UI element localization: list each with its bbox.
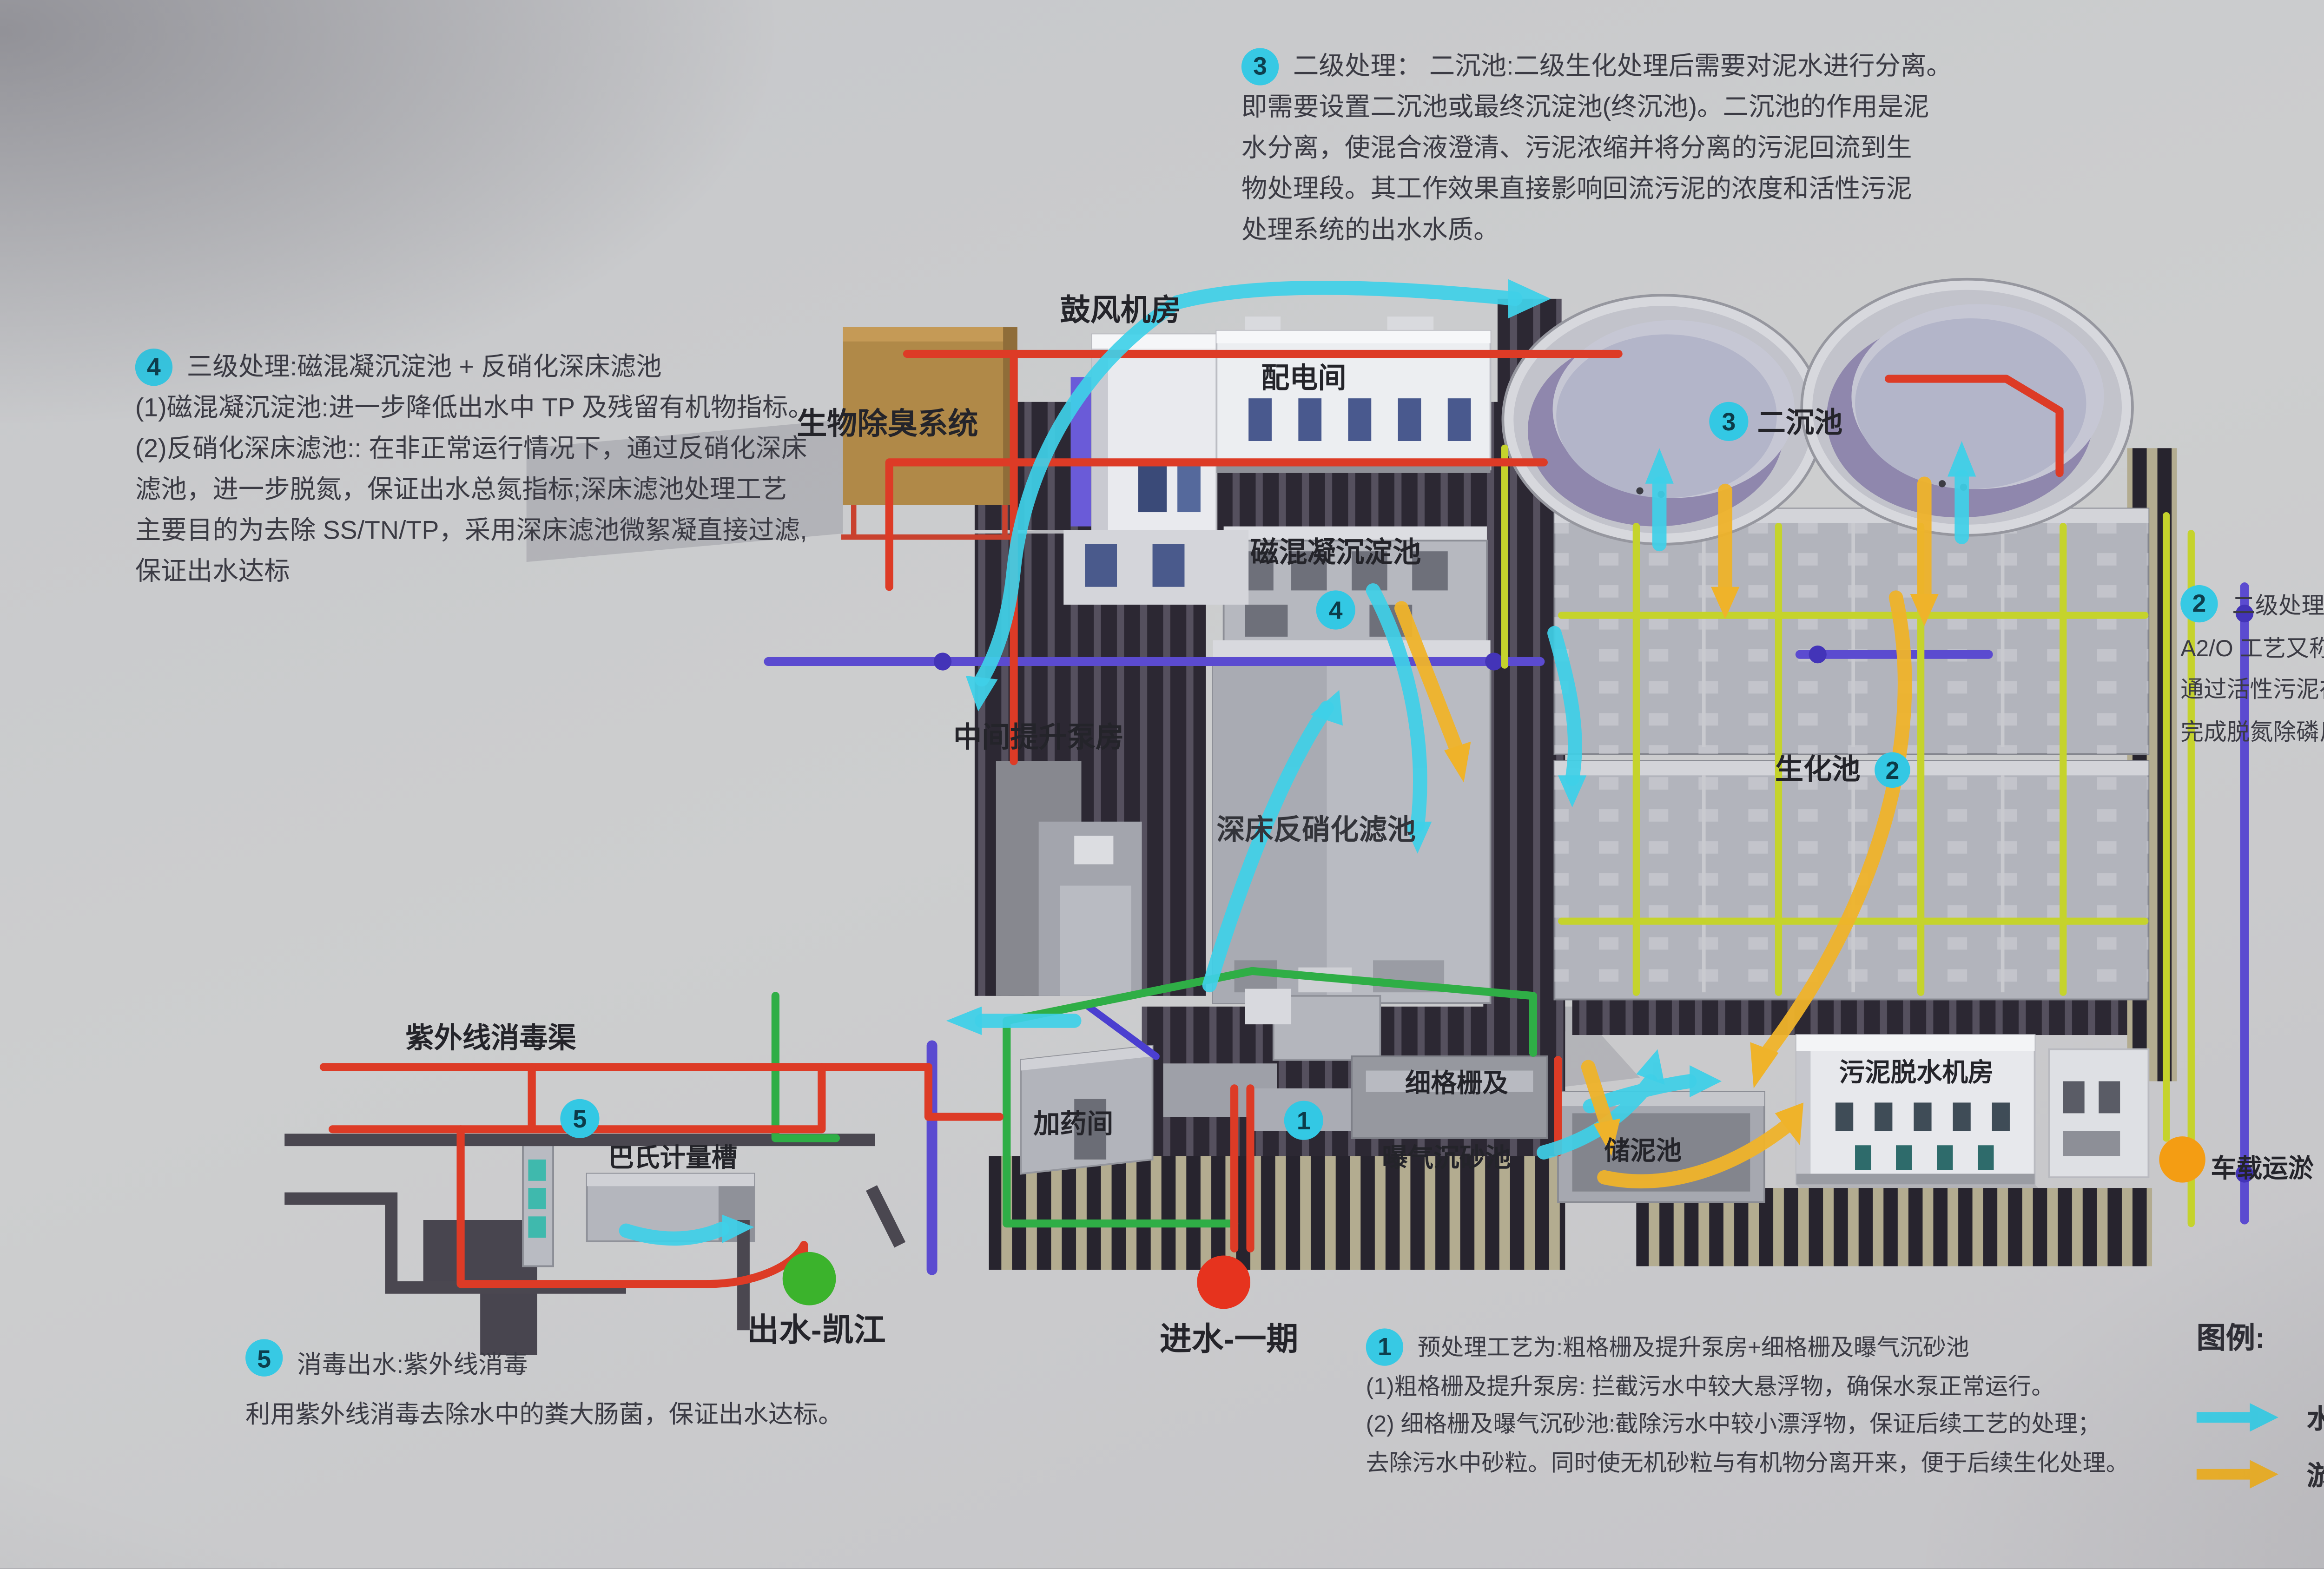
callout-3-number: 3 <box>1241 48 1279 86</box>
sludge-flow-arrows <box>1394 476 1932 1189</box>
callout-1-line: 预处理工艺为:粗格栅及提升泵房+细格栅及曝气沉砂池 <box>1417 1333 1969 1361</box>
callout-5-line: 消毒出水:紫外线消毒 <box>297 1350 528 1378</box>
facility-labels: 生物除臭系统 鼓风机房 配电间 二沉池 磁混凝沉淀池 中间提升泵房 深床反硝化滤… <box>405 293 2314 1357</box>
callout-3-line: 水分离，使混合液澄清、污泥浓缩并将分离的污泥回流到生 <box>1241 135 1912 164</box>
callout-4-line: 保证出水达标 <box>135 558 290 587</box>
water-flow-arrows <box>619 280 1969 1246</box>
callout-2-line: A2/O 工艺又称 AA/O 工艺，即厌氧—缺氧—好氧活性污泥 <box>2180 634 2324 661</box>
callout-2-line: 通过活性污泥在缺氧和好氧、厌氧和好氧交替变化的环境 <box>2180 676 2324 703</box>
callout-uv-disinfection: 5 消毒出水:紫外线消毒 利用紫外线消毒去除水中的粪大肠菌，保证出水达标。 <box>245 1339 904 1438</box>
label-clarifier: 二沉池 <box>1757 407 1843 438</box>
label-bio: 生化池 <box>1775 753 1861 785</box>
callout-2-line: 二级处理: AAO 生物反应池: <box>2232 592 2324 619</box>
callout-4-line: 主要目的为去除 SS/TN/TP，采用深床滤池微絮凝直接过滤, <box>135 517 807 546</box>
callout-3-line: 处理系统的出水水质。 <box>1241 217 1499 246</box>
label-power-room: 配电间 <box>1261 362 1347 394</box>
label-parshall: 巴氏计量槽 <box>608 1143 737 1172</box>
callout-4-number: 4 <box>135 348 173 386</box>
label-blower: 鼓风机房 <box>1060 293 1181 327</box>
label-uv: 紫外线消毒渠 <box>405 1022 576 1054</box>
label-fine-screen-a: 细格栅及 <box>1405 1068 1508 1097</box>
callout-5-number: 5 <box>245 1339 283 1377</box>
legend-sludge-label: 淤泥处理流向 <box>2307 1456 2324 1493</box>
water-flow-arrow-icon <box>2196 1403 2278 1432</box>
pipes-green <box>771 967 1538 1228</box>
callout-1-number: 1 <box>1366 1328 1404 1366</box>
label-deodorization: 生物除臭系统 <box>797 407 978 441</box>
callout-3-line: 二级处理： 二沉池:二级生化处理后需要对泥水进行分离。 <box>1293 53 1952 82</box>
fine-screen-machinery <box>1163 989 1548 1139</box>
step-markers: 1 2 3 4 5 <box>560 402 1910 1140</box>
callout-tertiary-treatment: 4 三级处理:磁混凝沉淀池 + 反硝化深床滤池 (1)磁混凝沉淀池:进一步降低出水… <box>135 348 814 594</box>
callout-1-line: 去除污水中砂粒。同时使无机砂粒与有机物分离开来，便于后续生化处理。 <box>1366 1448 2129 1476</box>
inflow-marker <box>1197 1255 1251 1309</box>
callout-1-line: (1)粗格栅及提升泵房: 拦截污水中较大悬浮物，确保水泵正常运行。 <box>1366 1372 2055 1399</box>
callout-1-line: (2) 细格栅及曝气沉砂池:截除污水中较小漂浮物，保证后续工艺的处理； <box>1366 1410 2101 1437</box>
power-distribution-building <box>1215 316 1492 473</box>
callout-4-line: 三级处理:磁混凝沉淀池 + 反硝化深床滤池 <box>186 354 662 382</box>
legend-water-label: 水处理流向 <box>2307 1399 2324 1436</box>
bio-tanks <box>1553 508 2150 1001</box>
truck-marker <box>2159 1136 2205 1183</box>
uv-and-parshall <box>423 1144 755 1355</box>
step-1-marker: 1 <box>1297 1108 1311 1135</box>
legend-title: 图例: <box>2196 1323 2265 1355</box>
step-4-marker: 4 <box>1329 597 1343 625</box>
label-inflow: 进水-一期 <box>1160 1321 1298 1357</box>
callout-aao-bioreactor: 2 二级处理: AAO 生物反应池: A2/O 工艺又称 AA/O 工艺，即厌氧—… <box>2180 585 2324 752</box>
dewatering-building <box>1795 1034 2036 1186</box>
callout-pretreatment: 1 预处理工艺为:粗格栅及提升泵房+细格栅及曝气沉砂池 (1)粗格栅及提升泵房: … <box>1366 1328 2129 1481</box>
dosing-room <box>1020 1044 1154 1175</box>
callout-2-number: 2 <box>2180 585 2218 623</box>
blower-building <box>1063 333 1249 605</box>
label-outflow: 出水-凯江 <box>747 1312 885 1348</box>
callout-secondary-clarifier: 3 二级处理： 二沉池:二级生化处理后需要对泥水进行分离。 即需要设置二沉池或最终… <box>1241 48 1952 252</box>
magnetic-coagulation-unit <box>1222 526 1488 652</box>
aux-building <box>2048 1048 2150 1179</box>
step-2-marker: 2 <box>1885 757 1899 784</box>
callout-4-line: 滤池，进一步脱氮，保证出水总氮指标;深床滤池处理工艺 <box>135 476 787 505</box>
water-flow-arrowheads <box>722 279 1976 1243</box>
legend-sludge-row: 淤泥处理流向 <box>2196 1446 2324 1503</box>
pipes-purple <box>764 582 2254 1275</box>
legend-water-row: 水处理流向 <box>2196 1389 2324 1445</box>
label-truck: 车载运淤 <box>2211 1154 2314 1183</box>
label-dewatering: 污泥脱水机房 <box>1839 1058 1994 1087</box>
callout-3-line: 即需要设置二沉池或最终沉淀池(终沉池)。二沉池的作用是泥 <box>1241 94 1929 123</box>
label-fine-screen-b: 曝气沉砂池 <box>1382 1143 1511 1172</box>
label-pump: 中间提升泵房 <box>953 721 1124 753</box>
outflow-marker <box>782 1252 836 1305</box>
legend: 图例: 水处理流向 淤泥处理流向 <box>2196 1314 2324 1503</box>
sludge-flow-arrowheads <box>1444 587 1939 1156</box>
callout-4-line: (1)磁混凝沉淀池:进一步降低出水中 TP 及残留有机物指标。 <box>135 395 814 423</box>
label-deepbed: 深床反硝化滤池 <box>1216 814 1416 845</box>
callout-4-line: (2)反硝化深床滤池:: 在非正常运行情况下，通过反硝化深床 <box>135 435 807 464</box>
callout-3-line: 物处理段。其工作效果直接影响回流污泥的浓度和活性污泥 <box>1241 176 1912 205</box>
step-5-marker: 5 <box>573 1106 587 1133</box>
callout-5-line: 利用紫外线消毒去除水中的粪大肠菌，保证出水达标。 <box>245 1399 843 1428</box>
label-dosing: 加药间 <box>1033 1109 1113 1139</box>
label-magnetic: 磁混凝沉淀池 <box>1250 536 1421 568</box>
secondary-clarifiers <box>1501 277 2134 546</box>
step-3-marker: 3 <box>1722 409 1736 436</box>
label-sludge-tank: 储泥池 <box>1604 1136 1682 1165</box>
intermediate-pump-station <box>996 761 1142 996</box>
callout-2-line: 完成脱氮除磷反应的工艺。 <box>2180 717 2324 745</box>
sludge-flow-arrow-icon <box>2196 1460 2278 1489</box>
